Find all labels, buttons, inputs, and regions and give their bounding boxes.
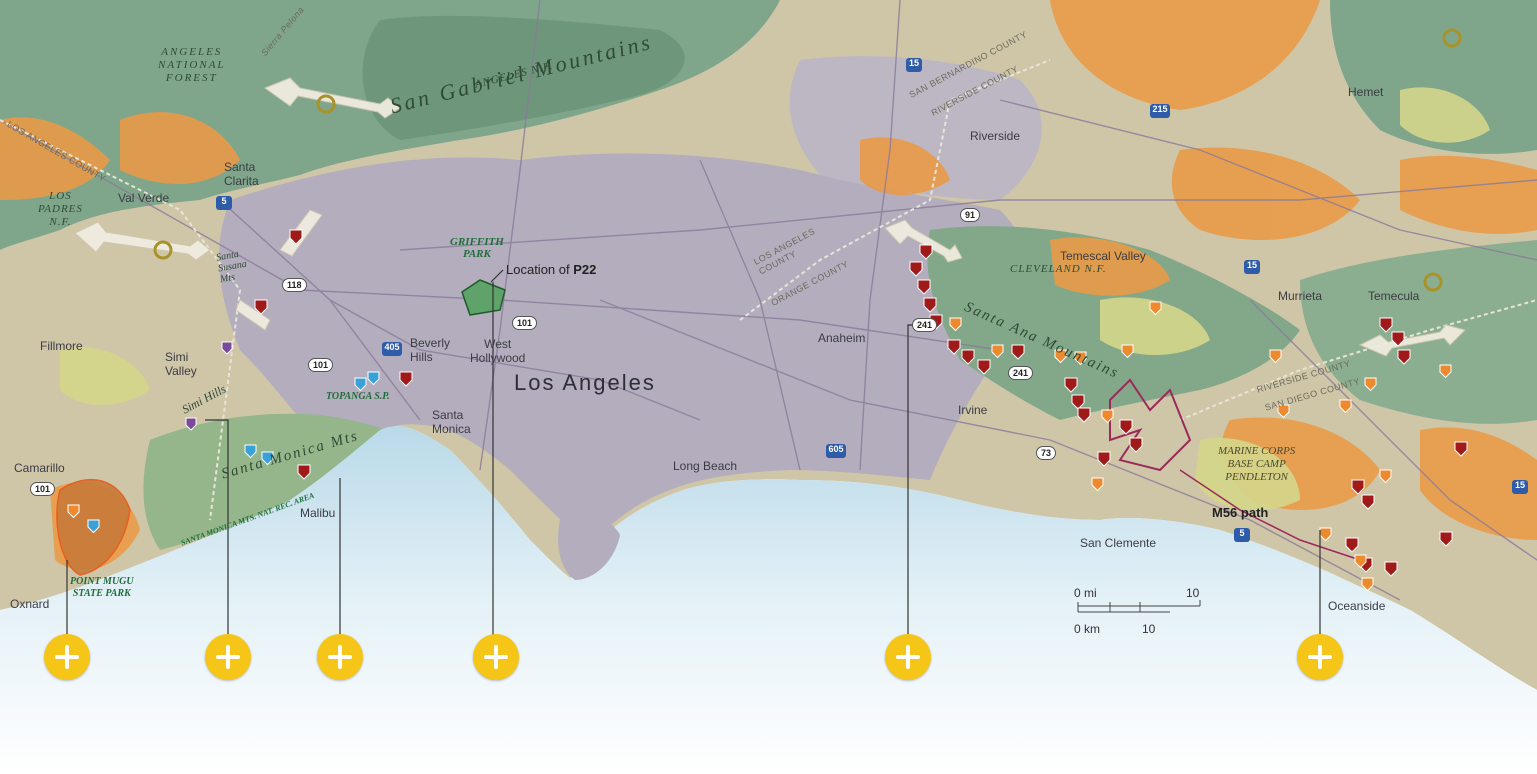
orange-markers (67, 301, 1452, 592)
label-camp-pendleton: MARINE CORPS BASE CAMP PENDLETON (1218, 445, 1296, 484)
city-murrieta: Murrieta (1278, 289, 1323, 303)
label-angeles-national-forest: ANGELES NATIONAL FOREST (158, 46, 226, 85)
highway-i15-north: 15 (906, 58, 922, 72)
plus-icon (1297, 634, 1343, 680)
ocean (0, 426, 1537, 774)
scale-km-end: 10 (1142, 622, 1156, 636)
city-irvine: Irvine (958, 403, 988, 417)
label-cleveland-nf: CLEVELAND N.F. (1010, 263, 1107, 275)
highway-i215: 215 (1150, 104, 1170, 118)
blue-markers (87, 371, 380, 534)
city-west-hollywood: West Hollywood (470, 337, 526, 366)
highway-i15-south: 15 (1512, 480, 1528, 494)
plus-icon (205, 634, 251, 680)
city-malibu: Malibu (300, 506, 336, 520)
expand-temecula-button[interactable] (1297, 634, 1343, 680)
label-griffith-park: GRIFFITH PARK (450, 236, 504, 261)
scale-mi-zero: 0 mi (1074, 586, 1097, 600)
city-santa-clarita: Santa Clarita (224, 160, 259, 189)
highway-i5-south: 5 (1234, 528, 1250, 542)
highway-73: 73 (1036, 446, 1057, 460)
city-fillmore: Fillmore (40, 339, 83, 353)
san-gabriel-ridge (362, 15, 685, 140)
highway-101-west: 101 (308, 358, 334, 372)
highway-241-b: 241 (1008, 366, 1034, 380)
scale-mi-end: 10 (1186, 586, 1200, 600)
label-los-padres-nf: LOS PADRES N.F. (38, 190, 83, 229)
callout-p22-prefix: Location of (506, 262, 574, 277)
expand-santa-ana-mts-button[interactable] (885, 634, 931, 680)
m56-path-line (1179, 469, 1361, 561)
expand-point-mugu-button[interactable] (44, 634, 90, 680)
scale-km-zero: 0 km (1074, 622, 1101, 636)
east-forest (1300, 240, 1537, 424)
m56-path-trace (1109, 378, 1192, 472)
city-anaheim: Anaheim (818, 331, 866, 345)
highway-i5-north: 5 (216, 196, 232, 210)
plus-icon (885, 634, 931, 680)
city-hemet: Hemet (1348, 85, 1384, 99)
urban-area-east (789, 56, 1042, 200)
plus-icon (317, 634, 363, 680)
p22-territory (461, 279, 506, 316)
highway-91: 91 (960, 208, 981, 222)
leader-lines (66, 269, 1321, 640)
city-oxnard: Oxnard (10, 597, 50, 611)
city-santa-monica: Santa Monica (432, 408, 471, 437)
label-point-mugu-state-park: POINT MUGU STATE PARK (70, 576, 134, 599)
city-temecula: Temecula (1368, 289, 1420, 303)
city-beverly-hills: Beverly Hills (410, 336, 451, 365)
label-topanga-sp: TOPANGA S.P. (326, 391, 390, 402)
red-markers (254, 229, 1468, 577)
santa-monica-mts-area (143, 413, 410, 550)
city-long-beach: Long Beach (673, 459, 738, 473)
highway-241-a: 241 (912, 318, 938, 332)
highway-101-camarillo: 101 (30, 482, 56, 496)
county-lines (0, 59, 1537, 521)
city-riverside: Riverside (970, 129, 1021, 143)
city-camarillo: Camarillo (14, 461, 65, 475)
scale-bar (1077, 600, 1201, 613)
plus-icon (473, 634, 519, 680)
orange-patches (0, 0, 1537, 570)
highway-i405: 405 (382, 342, 402, 356)
city-simi-valley: Simi Valley (165, 350, 197, 379)
plus-icon (44, 634, 90, 680)
crossing-rings (153, 28, 1462, 292)
city-oceanside: Oceanside (1328, 599, 1386, 613)
palos-verdes (558, 515, 620, 580)
label-santa-susana-mts: Santa Susana Mts (215, 248, 248, 286)
highway-101-la: 101 (512, 316, 538, 330)
city-san-clemente: San Clemente (1080, 536, 1157, 550)
city-temescal-valley: Temescal Valley (1060, 249, 1146, 263)
city-val-verde: Val Verde (118, 191, 170, 205)
highway-i15-east: 15 (1244, 260, 1260, 274)
highway-i605: 605 (826, 444, 846, 458)
highway-118: 118 (282, 278, 307, 292)
expand-griffith-park-button[interactable] (473, 634, 519, 680)
yellow-grass (60, 87, 1490, 511)
callout-m56-path: M56 path (1212, 505, 1269, 520)
callout-p22-name: P22 (573, 262, 597, 277)
hemet-forest (1330, 0, 1537, 154)
callout-p22: Location of P22 (506, 262, 596, 277)
label-los-angeles: Los Angeles (514, 370, 656, 395)
purple-markers (185, 341, 233, 431)
expand-simi-hills-button[interactable] (205, 634, 251, 680)
expand-santa-monica-mts-button[interactable] (317, 634, 363, 680)
